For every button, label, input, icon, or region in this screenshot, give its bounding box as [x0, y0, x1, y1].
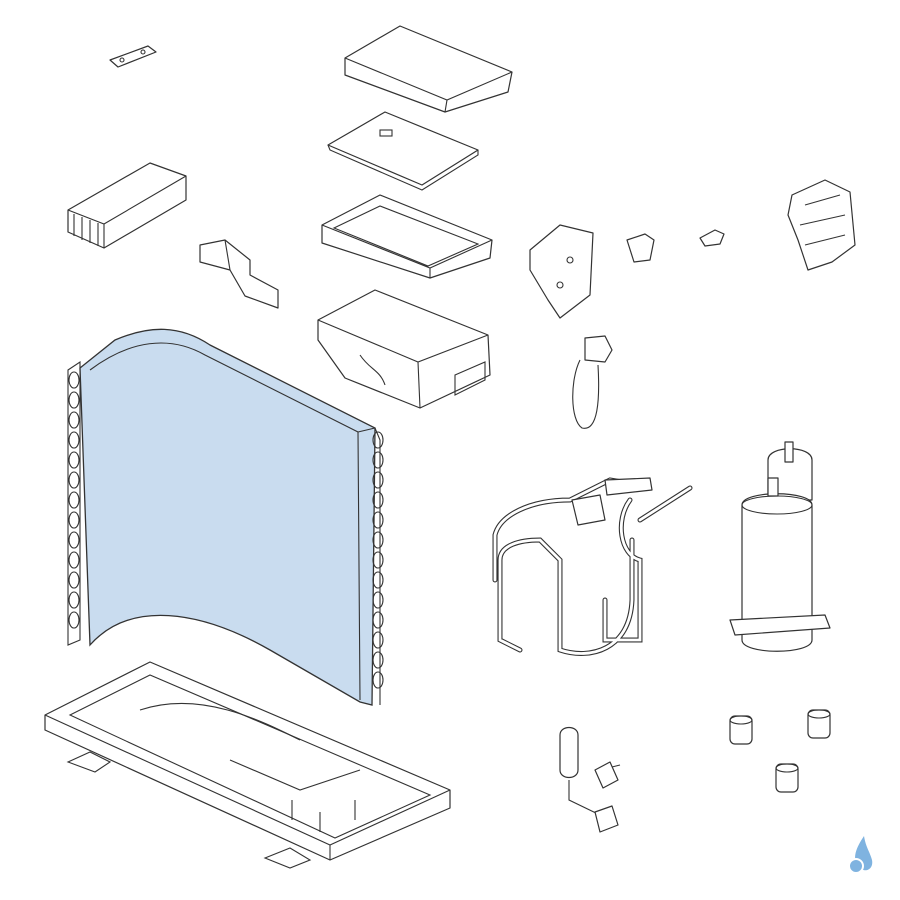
part-pcb-board[interactable]: [327, 111, 479, 191]
coil-bend: [68, 451, 80, 469]
rubber-foot: [729, 715, 753, 745]
part-heatsink[interactable]: [67, 162, 187, 249]
part-mounting-bracket[interactable]: [199, 239, 279, 309]
part-terminal-block[interactable]: [626, 233, 655, 263]
coil-bend: [372, 471, 384, 489]
part-compressor[interactable]: [729, 441, 831, 652]
coil-bend: [68, 471, 80, 489]
coil-bend: [372, 511, 384, 529]
coil-bend: [68, 531, 80, 549]
coil-bend: [372, 431, 384, 449]
part-refrigerant-piping[interactable]: [492, 477, 693, 656]
part-terminal-bracket[interactable]: [529, 224, 594, 319]
part-electrical-box-cover[interactable]: [321, 194, 493, 279]
coil-bend: [372, 611, 384, 629]
coil-bend: [372, 551, 384, 569]
part-small-bracket[interactable]: [109, 45, 157, 68]
coil-bend: [68, 411, 80, 429]
coil-bend: [68, 571, 80, 589]
coil-bend: [68, 551, 80, 569]
coil-bend: [68, 591, 80, 609]
coil-bend: [372, 451, 384, 469]
coil-bend: [68, 491, 80, 509]
coil-bend: [372, 531, 384, 549]
coil-bend: [68, 511, 80, 529]
coil-bend: [372, 571, 384, 589]
part-condenser-coil[interactable]: [67, 328, 384, 706]
water-drop-logo-icon: [848, 836, 873, 874]
coil-bend: [372, 591, 384, 609]
part-clip[interactable]: [699, 229, 725, 247]
rubber-foot: [807, 709, 831, 739]
coil-bend: [68, 391, 80, 409]
part-side-panel-bracket[interactable]: [787, 179, 856, 271]
part-accumulator-valves[interactable]: [559, 726, 621, 833]
coil-bend: [68, 371, 80, 389]
coil-bend: [372, 491, 384, 509]
part-rubber-feet[interactable]: [729, 709, 831, 793]
coil-bend: [68, 431, 80, 449]
rubber-foot: [775, 763, 799, 793]
coil-bend: [68, 611, 80, 629]
part-electrical-box[interactable]: [317, 289, 491, 409]
part-base-pan[interactable]: [44, 661, 451, 869]
part-valve-coil[interactable]: [572, 335, 613, 429]
coil-bend: [372, 671, 384, 689]
coil-bend: [372, 631, 384, 649]
coil-bend: [372, 651, 384, 669]
part-top-cover[interactable]: [344, 25, 513, 113]
